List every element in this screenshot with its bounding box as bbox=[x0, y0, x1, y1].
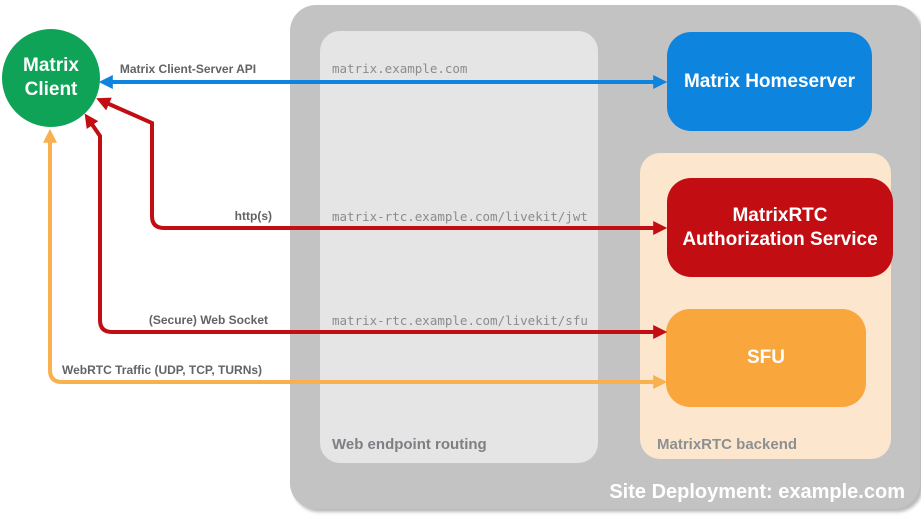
endpoint-sfu-url: matrix-rtc.example.com/livekit/sfu bbox=[332, 313, 588, 328]
matrix-homeserver-node: Matrix Homeserver bbox=[667, 32, 872, 131]
matrix-client-node: Matrix Client bbox=[2, 29, 100, 127]
web-endpoint-routing-container bbox=[320, 31, 598, 463]
sfu-node: SFU bbox=[666, 309, 866, 407]
matrix-homeserver-label: Matrix Homeserver bbox=[683, 70, 856, 92]
web-socket-arrow-label: (Secure) Web Socket bbox=[148, 313, 268, 327]
matrix-client-label-line2: Client bbox=[24, 79, 78, 100]
site-deployment-label: Site Deployment: example.com bbox=[609, 481, 905, 503]
https-arrow-label: http(s) bbox=[234, 209, 272, 223]
web-endpoint-routing-label: Web endpoint routing bbox=[332, 436, 487, 453]
matrix-client-label-line1: Matrix bbox=[23, 55, 79, 77]
endpoint-homeserver-url: matrix.example.com bbox=[332, 61, 468, 76]
matrixrtc-authorization-service-node: MatrixRTC Authorization Service bbox=[667, 178, 893, 277]
client-server-api-arrow-label: Matrix Client-Server API bbox=[119, 62, 257, 76]
endpoint-jwt-url: matrix-rtc.example.com/livekit/jwt bbox=[332, 209, 588, 224]
webrtc-traffic-arrow-label: WebRTC Traffic (UDP, TCP, TURNs) bbox=[62, 363, 263, 377]
matrixrtc-backend-label: MatrixRTC backend bbox=[657, 436, 798, 453]
sfu-label: SFU bbox=[747, 347, 785, 369]
matrixrtc-authorization-service-label: MatrixRTC Authorization Service bbox=[682, 204, 878, 250]
